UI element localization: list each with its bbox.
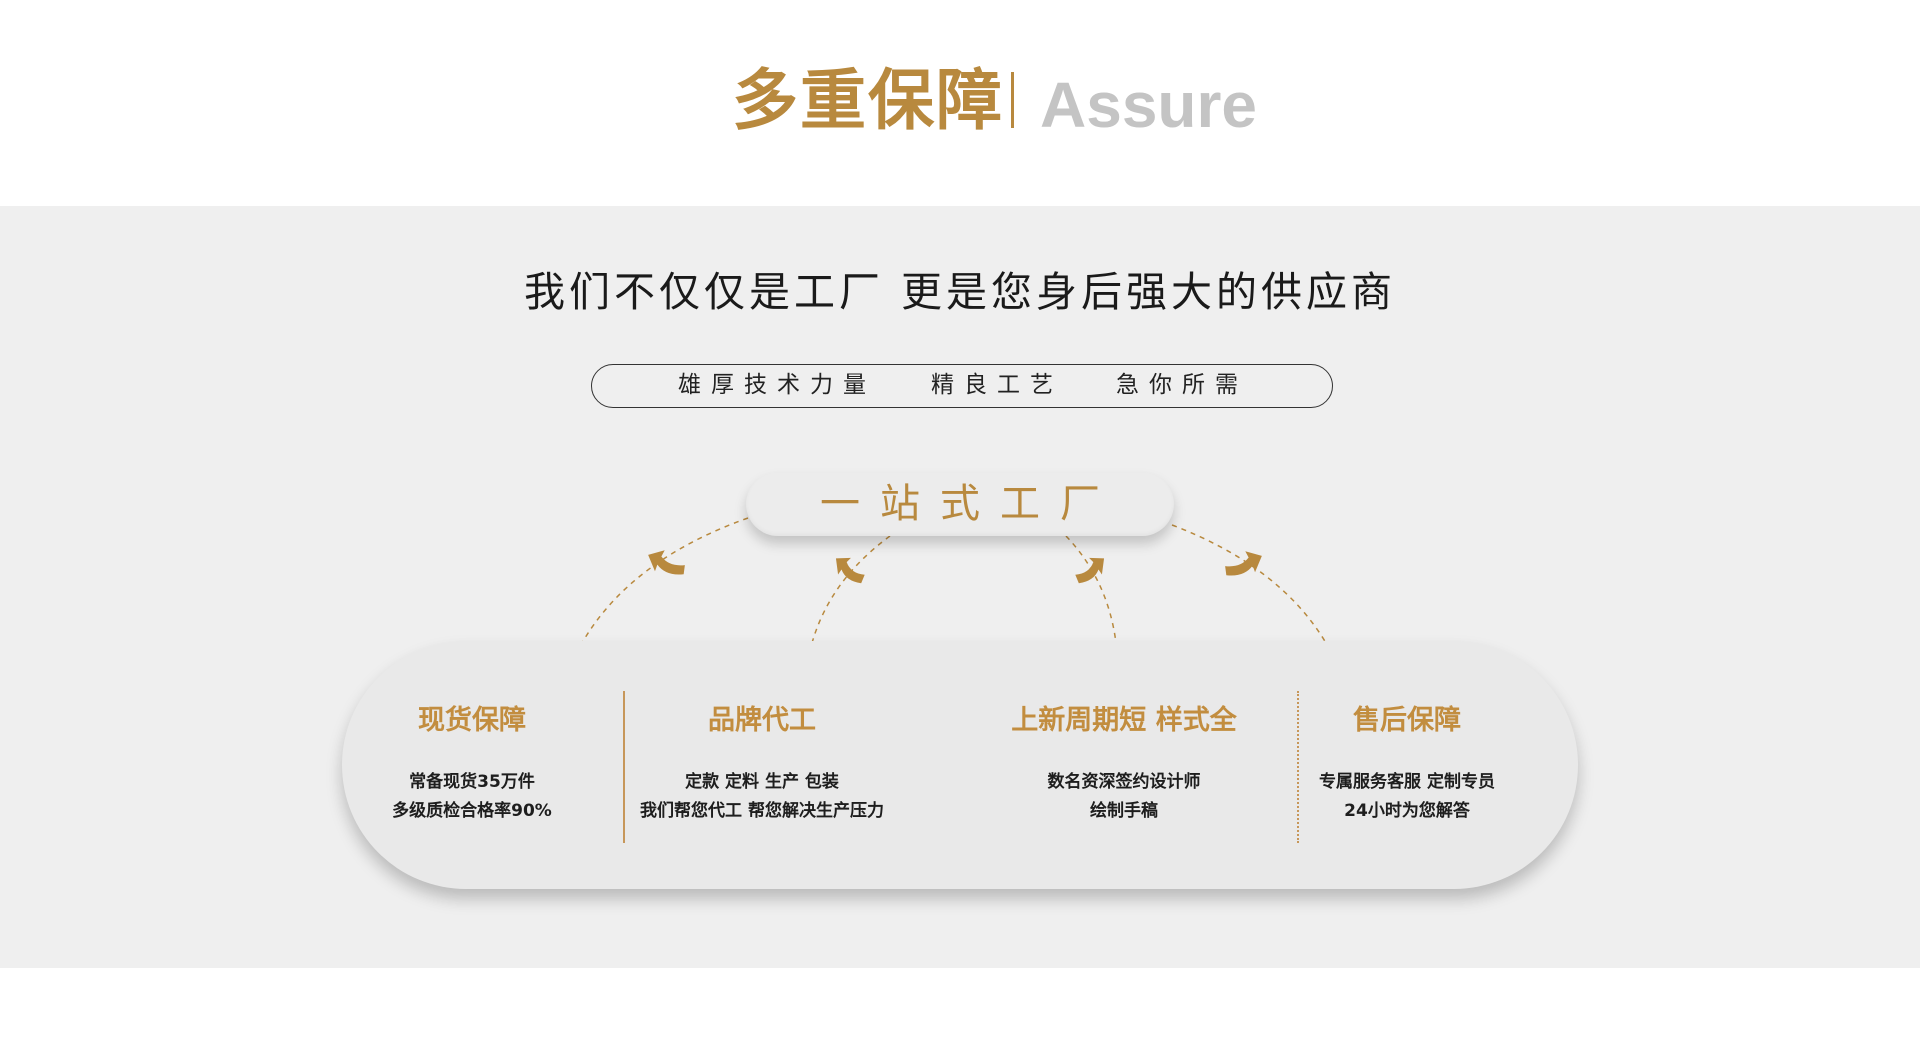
curved-arrow-icon (835, 557, 865, 584)
column-divider (623, 691, 625, 843)
feature-text: 多级质检合格率90% (392, 801, 552, 821)
connector-line (1171, 524, 1327, 644)
tag-item: 精良工艺 (931, 372, 1063, 398)
connector-line (811, 535, 891, 644)
curved-arrow-icon (1225, 551, 1262, 576)
feature-text: 24小时为您解答 (1344, 801, 1470, 821)
features-capsule: 现货保障 常备现货35万件 多级质检合格率90% 品牌代工 定款 定料 生产 包… (342, 641, 1578, 889)
curved-arrow-icon (648, 550, 685, 575)
page-title: 多重保障 (732, 62, 1004, 139)
column-divider (1297, 691, 1299, 843)
one-stop-factory-label: 一站式工厂 (820, 481, 1120, 527)
connector-line (581, 517, 749, 644)
title-separator (1011, 72, 1014, 128)
tag-item: 雄厚技术力量 (678, 372, 876, 398)
header: 多重保障 Assure (0, 0, 1920, 206)
feature-text: 常备现货35万件 (409, 772, 535, 792)
feature-text: 绘制手稿 (1090, 801, 1158, 821)
feature-text: 定款 定料 生产 包装 (685, 772, 839, 792)
one-stop-factory-pill: 一站式工厂 (746, 472, 1174, 536)
page-title-english: Assure (1040, 69, 1257, 141)
curved-arrow-icon (1075, 557, 1105, 584)
tag-item: 急你所需 (1116, 372, 1248, 398)
feature-text: 我们帮您代工 帮您解决生产压力 (640, 801, 884, 821)
feature-title: 售后保障 (1353, 705, 1461, 736)
subtitle: 我们不仅仅是工厂 更是您身后强大的供应商 (523, 268, 1397, 316)
feature-title: 现货保障 (418, 705, 526, 736)
feature-title: 上新周期短 样式全 (1011, 705, 1237, 736)
feature-title: 品牌代工 (708, 705, 816, 736)
connector-line (1065, 535, 1117, 644)
tagline-box: 雄厚技术力量 精良工艺 急你所需 (591, 364, 1333, 408)
feature-text: 数名资深签约设计师 (1047, 772, 1201, 792)
feature-text: 专属服务客服 定制专员 (1319, 772, 1495, 792)
